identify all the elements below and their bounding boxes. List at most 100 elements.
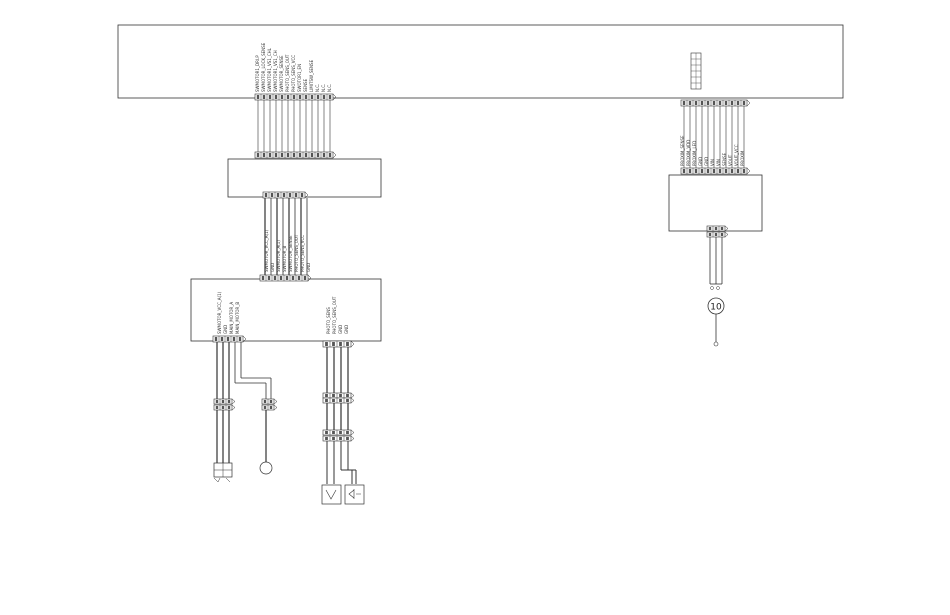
connector-pin — [263, 400, 267, 403]
left-harness-wires — [257, 100, 331, 152]
motor-right-label-3: GND — [344, 325, 349, 334]
connector-pin — [736, 101, 740, 105]
main-left-label-10: N.C. — [315, 84, 320, 92]
relay-to-motor-wires — [264, 198, 308, 276]
main-board-left-connector — [254, 93, 337, 101]
relay-bottom-label-3: SWMOTOR_B — [282, 246, 287, 272]
motor-left-label-3: MAIN_MOTOR_B — [235, 302, 240, 334]
connector-pin — [714, 233, 718, 236]
connector-pin — [714, 227, 718, 230]
connector-pin — [346, 394, 349, 397]
connector-pin — [332, 437, 335, 440]
connector-pin — [325, 431, 328, 434]
connector-pin — [706, 169, 710, 173]
main-left-label-7: SWOTOR1_EN — [297, 64, 302, 92]
connector-pin — [298, 153, 302, 157]
connector-pin — [214, 337, 218, 341]
connector — [213, 398, 236, 405]
connector-pin — [303, 276, 307, 280]
main-left-label-8: SENSE — [303, 78, 308, 92]
connector-pin — [736, 169, 740, 173]
motor-switch-branch — [213, 342, 278, 483]
connector-pin — [282, 193, 286, 197]
motor-left-label-2: MAIN_MOTOR_A — [229, 302, 234, 334]
connector-pin — [238, 337, 242, 341]
main-board-right-connector — [680, 99, 751, 107]
connector-latch — [231, 404, 236, 411]
connector-pin — [712, 169, 716, 173]
connector-latch — [350, 397, 355, 404]
prox-ground-terminal — [713, 341, 719, 347]
connector — [706, 225, 729, 232]
connector-latch — [273, 398, 278, 405]
connector — [212, 335, 247, 343]
connector-pin — [718, 169, 722, 173]
connector — [259, 274, 312, 282]
connector-pin — [688, 101, 692, 105]
main-right-label-10: PROXIM — [740, 150, 745, 166]
proximity-board-top-connector — [680, 167, 751, 175]
connector-pin — [226, 337, 230, 341]
connector-pin — [304, 153, 308, 157]
connector-latch — [304, 191, 309, 199]
motor-right-label-2: GND — [338, 325, 343, 334]
connector-pin — [215, 406, 219, 409]
connector-pin — [256, 153, 260, 157]
connector-pin — [708, 227, 712, 230]
right-harness-wires — [683, 106, 745, 168]
main-left-label-6: PHOTO_SENS_VCC — [291, 55, 296, 92]
sensor-branch — [321, 347, 365, 505]
connector — [322, 435, 355, 442]
connector-pin — [332, 431, 335, 434]
main-right-label-1: PROXIM_VDD — [686, 140, 691, 166]
connector-pin — [270, 193, 274, 197]
connector-latch — [332, 93, 337, 101]
motor-left-label-1: GND — [223, 325, 228, 334]
connector-pin — [294, 193, 298, 197]
connector — [254, 93, 337, 101]
connector-pin — [221, 400, 225, 403]
connector-latch — [242, 335, 247, 343]
connector-latch — [724, 231, 729, 238]
main-right-label-7: SENSE — [722, 152, 727, 166]
motor-board-bottom-left-connector — [212, 335, 247, 343]
connector-latch — [350, 340, 355, 348]
connector-pin — [316, 95, 320, 99]
main-right-label-6: VIN — [716, 159, 721, 166]
photo-sensor-box — [321, 484, 342, 505]
relay-bottom-label-1: GND — [270, 263, 275, 272]
motor-right-label-1: PHOTO_SENS_OUT — [332, 296, 337, 334]
connector — [322, 397, 355, 404]
connector-pin — [325, 342, 328, 346]
connector-pin — [339, 394, 342, 397]
relay-bottom-label-4: SWMOTOR_SENSE — [288, 235, 293, 272]
main-right-label-8: VOUT — [728, 154, 733, 166]
connector-pin — [280, 95, 284, 99]
connector-pin — [724, 169, 728, 173]
relay-bottom-label-5: PHOTO_SENS_OUT — [294, 234, 299, 272]
connector-latch — [746, 99, 751, 107]
connector-pin — [227, 400, 231, 403]
connector-latch — [307, 274, 312, 282]
connector-pin — [215, 400, 219, 403]
connector-pin — [274, 153, 278, 157]
connector-pin — [742, 101, 746, 105]
main-right-label-3: GND — [698, 157, 703, 166]
connector-latch — [350, 429, 355, 436]
connector-pin — [322, 95, 326, 99]
connector-pin — [262, 95, 266, 99]
connector — [322, 429, 355, 436]
connector-pin — [339, 431, 342, 434]
main-right-label-5: VIN — [710, 159, 715, 166]
connector-pin — [339, 437, 342, 440]
connector-pin — [718, 101, 722, 105]
connector-pin — [316, 153, 320, 157]
connector-latch — [350, 435, 355, 442]
relay-bottom-label-6: PHOTO_SENS_VCC — [300, 235, 305, 272]
connector-pin — [708, 233, 712, 236]
connector-pin — [267, 276, 271, 280]
main-left-label-11: N.C. — [321, 84, 326, 92]
